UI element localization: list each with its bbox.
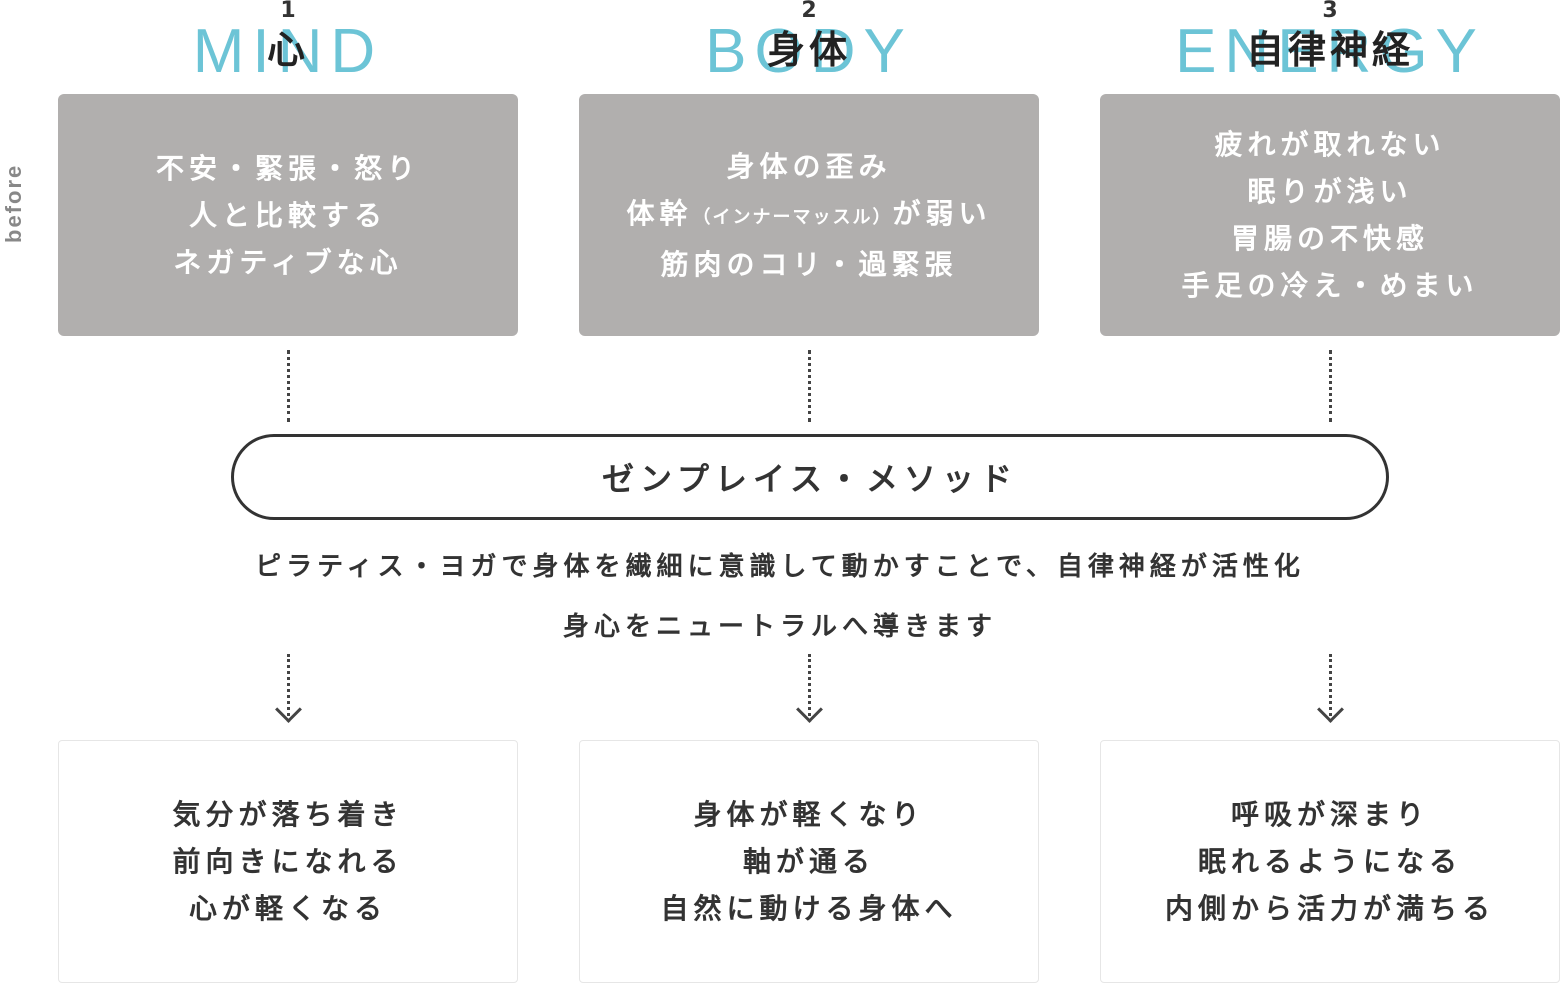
method-pill: ゼンプレイス・メソッド (231, 434, 1389, 520)
after-line: 眠れるようになる (1197, 845, 1462, 878)
before-line-part: 体幹 (626, 196, 693, 230)
dotted-connector (808, 350, 811, 422)
after-box-body: 身体が軽くなり 軸が通る 自然に動ける身体へ (579, 740, 1039, 983)
column-number: 2 (801, 0, 817, 23)
column-japanese-title: 自律神経 (1245, 28, 1414, 72)
before-box-mind: 不安・緊張・怒り 人と比較する ネガティブな心 (58, 94, 518, 336)
column-english-title: ENERGY (1175, 17, 1485, 86)
before-box-energy: 疲れが取れない 眠りが浅い 胃腸の不快感 手足の冷え・めまい (1100, 94, 1560, 336)
dotted-arrow-line (1329, 654, 1332, 716)
after-line: 気分が落ち着き (172, 798, 404, 831)
column-english-title: BODY (705, 17, 913, 86)
before-line: 身体の歪み (726, 149, 892, 183)
column-english-title: MIND (192, 17, 384, 86)
arrow-down-icon (1317, 696, 1344, 723)
before-line: 胃腸の不快感 (1230, 222, 1429, 255)
after-line: 心が軽くなる (188, 892, 387, 925)
method-name: ゼンプレイス・メソッド (601, 460, 1019, 498)
after-box-energy: 呼吸が深まり 眠れるようになる 内側から活力が満ちる (1100, 740, 1560, 983)
column-japanese-title: 心 (266, 28, 309, 72)
method-description-line2: 身心をニュートラルへ導きます (562, 612, 997, 642)
method-description-line1: ピラティス・ヨガで身体を繊細に意識して動かすことで、自律神経が活性化 (255, 552, 1305, 582)
before-line: 不安・緊張・怒り (155, 151, 420, 185)
dotted-arrow-line (287, 654, 290, 716)
before-line-composite: 体幹（インナーマッスル）が弱い (626, 190, 991, 241)
dotted-arrow-line (808, 654, 811, 716)
after-line: 内側から活力が満ちる (1164, 892, 1495, 925)
dotted-connector (287, 350, 290, 422)
after-line: 身体が軽くなり (693, 798, 925, 831)
after-line: 軸が通る (742, 845, 875, 878)
column-number: 1 (280, 0, 296, 23)
column-number: 3 (1322, 0, 1338, 23)
dotted-connector (1329, 350, 1332, 422)
before-line-note: （インナーマッスル） (692, 206, 893, 228)
before-line-part: が弱い (892, 196, 992, 230)
arrow-down-icon (275, 696, 302, 723)
after-box-mind: 気分が落ち着き 前向きになれる 心が軽くなる (58, 740, 518, 983)
after-line: 前向きになれる (172, 845, 404, 878)
after-line: 自然に動ける身体へ (660, 892, 958, 925)
before-line: ネガティブな心 (173, 245, 403, 279)
before-line: 疲れが取れない (1214, 128, 1446, 161)
before-line: 手足の冷え・めまい (1181, 269, 1479, 302)
before-line: 眠りが浅い (1247, 175, 1413, 208)
after-line: 呼吸が深まり (1230, 798, 1429, 831)
column-japanese-title: 身体 (766, 28, 851, 72)
before-line: 筋肉のコリ・過緊張 (660, 247, 958, 281)
before-line: 人と比較する (188, 198, 387, 232)
before-box-body: 身体の歪み 体幹（インナーマッスル）が弱い 筋肉のコリ・過緊張 (579, 94, 1039, 336)
before-label: before (1, 163, 26, 243)
arrow-down-icon (796, 696, 823, 723)
